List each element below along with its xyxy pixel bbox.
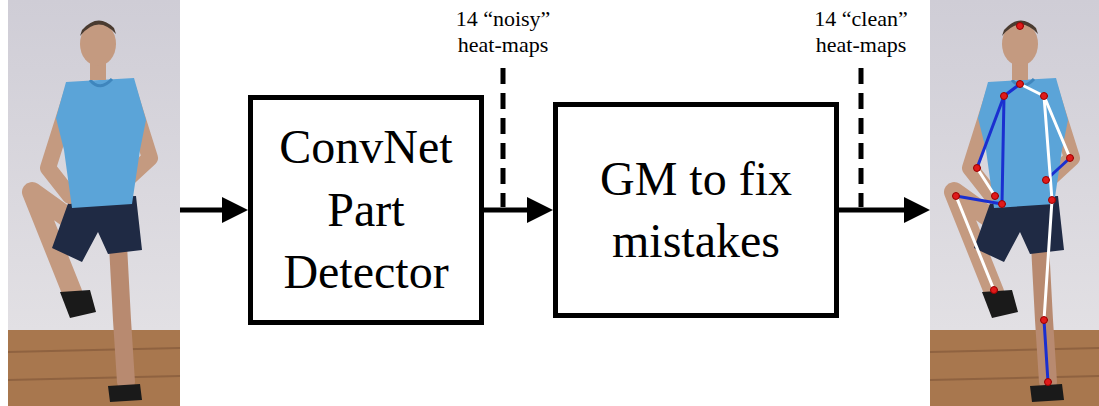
box-text: ConvNet Part Detector [261,116,471,303]
signal-label: 14 “clean” heat-maps [801,6,921,59]
flow-arrow [484,197,553,223]
process-box: ConvNet Part Detector [248,95,484,325]
output-photo [930,0,1099,406]
process-box: GM to fix mistakes [553,102,839,318]
input-photo [8,0,180,406]
box-text: GM to fix mistakes [566,148,826,273]
pose-skeleton [953,23,1074,386]
signal-label: 14 “noisy” heat-maps [443,6,563,59]
